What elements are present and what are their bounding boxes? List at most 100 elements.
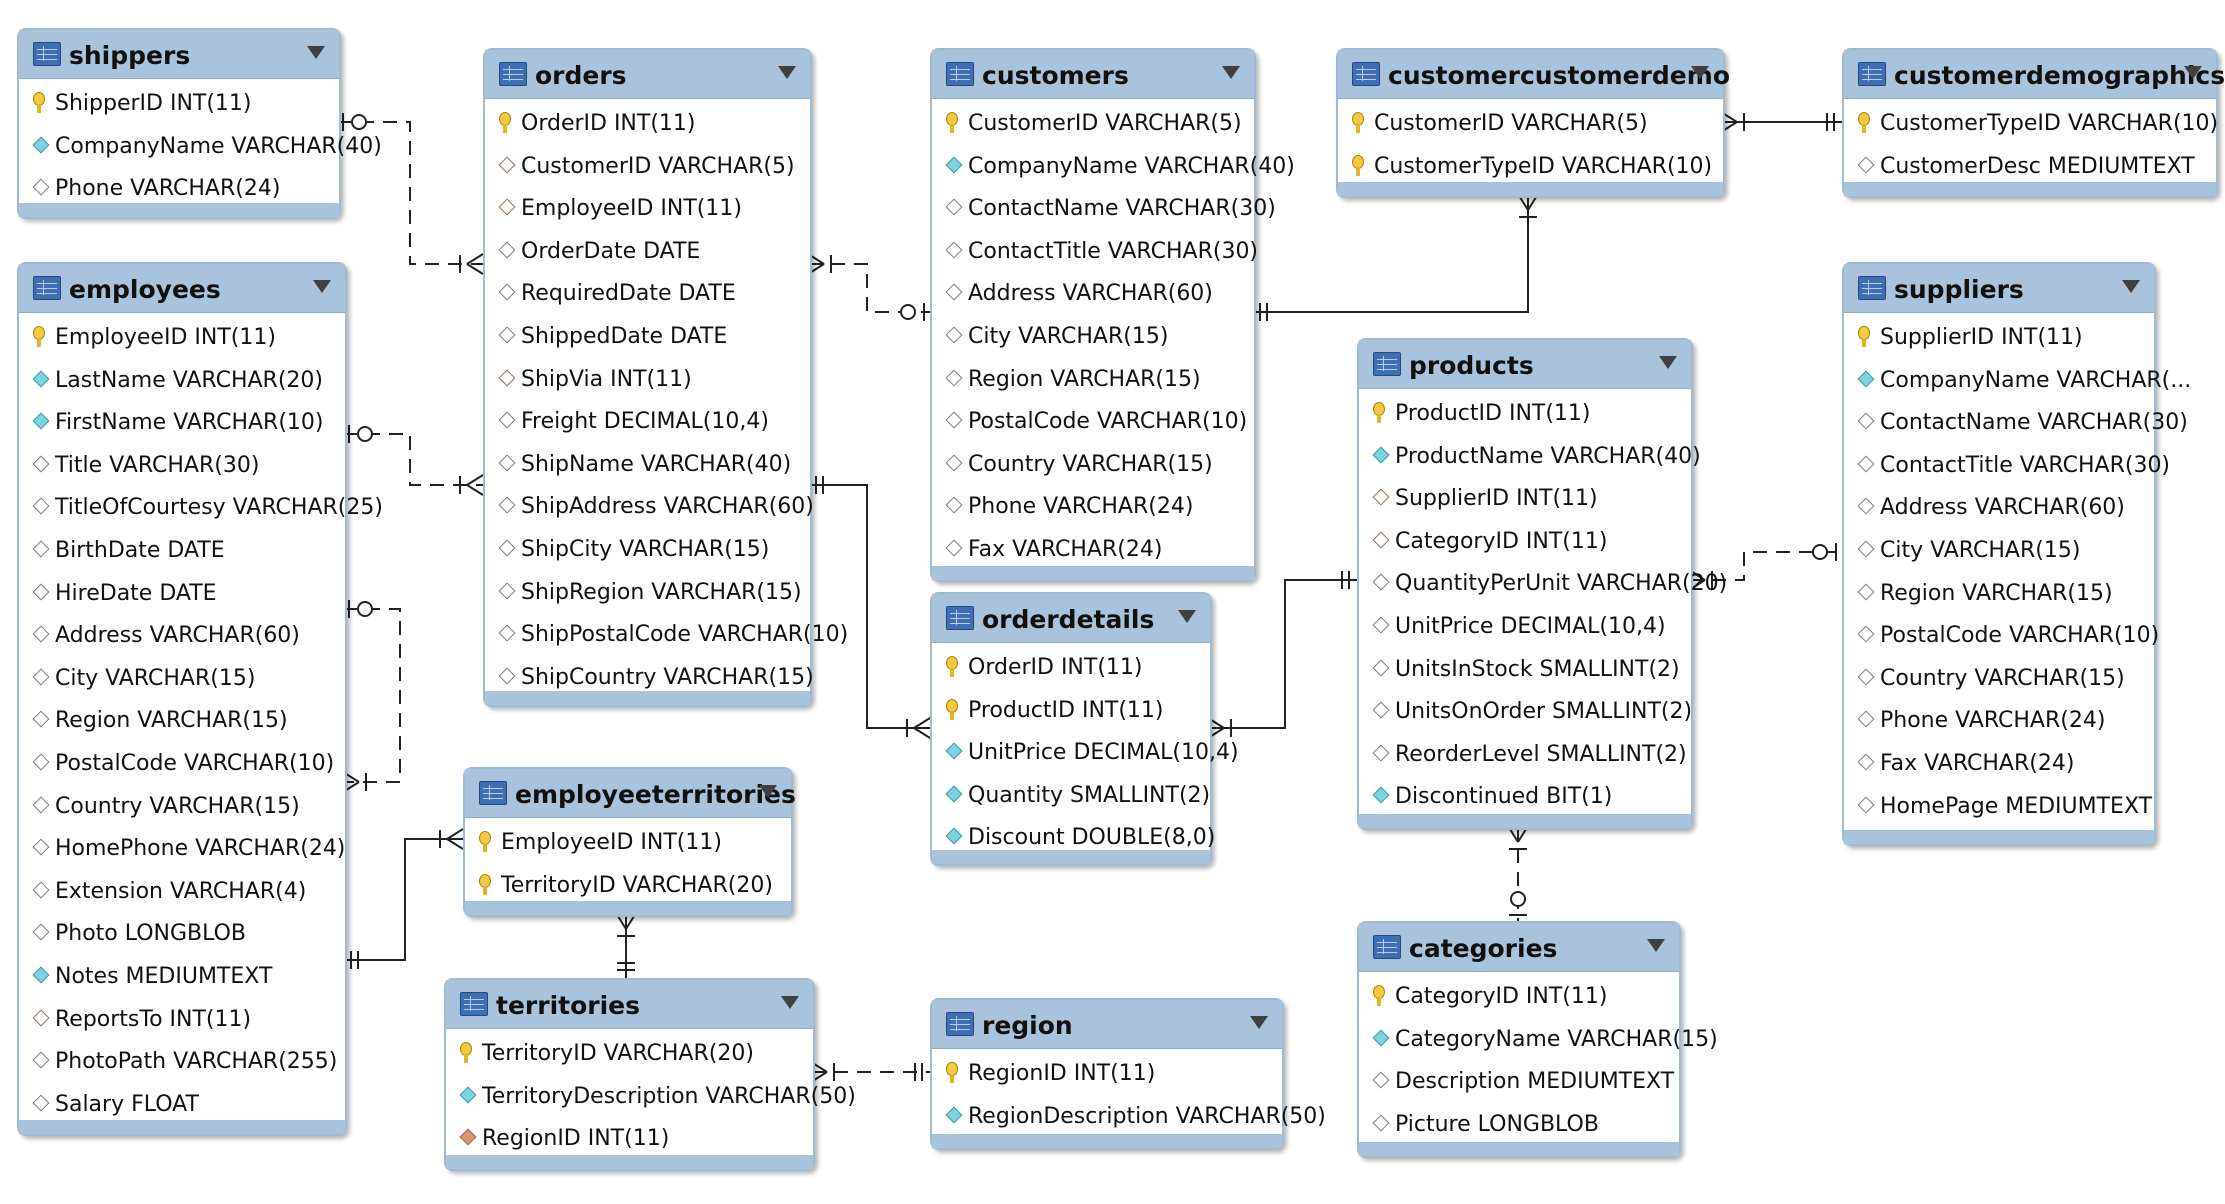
collapse-arrow-icon[interactable] <box>759 785 777 798</box>
column-row[interactable]: TitleOfCourtesy VARCHAR(25) <box>19 487 383 530</box>
column-row[interactable]: Region VARCHAR(15) <box>932 359 1254 402</box>
column-row[interactable]: ReportsTo INT(11) <box>19 999 345 1042</box>
column-row[interactable]: ReorderLevel SMALLINT(2) <box>1359 734 1691 777</box>
column-row[interactable]: CustomerTypeID VARCHAR(10) <box>1844 103 2218 146</box>
table-header[interactable]: shippers <box>19 30 339 79</box>
column-row[interactable]: PostalCode VARCHAR(10) <box>932 401 1254 444</box>
column-row[interactable]: ShipperID INT(11) <box>19 83 339 126</box>
column-row[interactable]: SupplierID INT(11) <box>1359 478 1691 521</box>
column-row[interactable]: CustomerID VARCHAR(5) <box>485 146 810 189</box>
table-header[interactable]: territories <box>446 980 813 1029</box>
column-row[interactable]: CategoryID INT(11) <box>1359 976 1679 1019</box>
column-row[interactable]: ContactName VARCHAR(30) <box>1844 402 2188 445</box>
column-row[interactable]: QuantityPerUnit VARCHAR(20) <box>1359 563 1727 606</box>
column-row[interactable]: ProductID INT(11) <box>1359 393 1691 436</box>
table-header[interactable]: orders <box>485 50 810 99</box>
column-row[interactable]: City VARCHAR(15) <box>19 658 345 701</box>
table-header[interactable]: customerdemographics <box>1844 50 2225 99</box>
column-row[interactable]: CompanyName VARCHAR(40) <box>932 146 1295 189</box>
column-row[interactable]: Phone VARCHAR(24) <box>932 486 1254 529</box>
column-row[interactable]: CustomerDesc MEDIUMTEXT <box>1844 146 2216 189</box>
column-row[interactable]: FirstName VARCHAR(10) <box>19 402 345 445</box>
column-row[interactable]: EmployeeID INT(11) <box>485 188 810 231</box>
column-row[interactable]: TerritoryID VARCHAR(20) <box>446 1033 813 1076</box>
column-row[interactable]: RegionDescription VARCHAR(50) <box>932 1096 1326 1139</box>
column-row[interactable]: RequiredDate DATE <box>485 273 810 316</box>
column-row[interactable]: ShipPostalCode VARCHAR(10) <box>485 614 848 657</box>
column-row[interactable]: PostalCode VARCHAR(10) <box>1844 615 2159 658</box>
column-row[interactable]: Address VARCHAR(60) <box>19 615 345 658</box>
column-row[interactable]: OrderID INT(11) <box>485 103 810 146</box>
column-row[interactable]: Fax VARCHAR(24) <box>1844 743 2154 786</box>
table-header[interactable]: categories <box>1359 923 1679 972</box>
collapse-arrow-icon[interactable] <box>1178 610 1196 623</box>
column-row[interactable]: LastName VARCHAR(20) <box>19 360 345 403</box>
column-row[interactable]: OrderDate DATE <box>485 231 810 274</box>
table-header[interactable]: customercustomerdemo <box>1338 50 1730 99</box>
column-row[interactable]: BirthDate DATE <box>19 530 345 573</box>
column-row[interactable]: Address VARCHAR(60) <box>932 273 1254 316</box>
column-row[interactable]: ShipCity VARCHAR(15) <box>485 529 810 572</box>
column-row[interactable]: PhotoPath VARCHAR(255) <box>19 1041 345 1084</box>
column-row[interactable]: CategoryName VARCHAR(15) <box>1359 1019 1718 1062</box>
column-row[interactable]: Discontinued BIT(1) <box>1359 776 1691 819</box>
column-row[interactable]: ShipCountry VARCHAR(15) <box>485 657 814 700</box>
column-row[interactable]: UnitsInStock SMALLINT(2) <box>1359 649 1691 692</box>
column-row[interactable]: Salary FLOAT <box>19 1084 345 1127</box>
column-row[interactable]: Phone VARCHAR(24) <box>19 168 339 211</box>
column-row[interactable]: CustomerTypeID VARCHAR(10) <box>1338 146 1723 189</box>
column-row[interactable]: ProductID INT(11) <box>932 690 1210 733</box>
table-header[interactable]: suppliers <box>1844 264 2154 313</box>
column-row[interactable]: ShipVia INT(11) <box>485 359 810 402</box>
collapse-arrow-icon[interactable] <box>1647 939 1665 952</box>
column-row[interactable]: Address VARCHAR(60) <box>1844 487 2154 530</box>
collapse-arrow-icon[interactable] <box>1222 66 1240 79</box>
column-row[interactable]: UnitsOnOrder SMALLINT(2) <box>1359 691 1692 734</box>
column-row[interactable]: Region VARCHAR(15) <box>19 700 345 743</box>
column-row[interactable]: Title VARCHAR(30) <box>19 445 345 488</box>
column-row[interactable]: Notes MEDIUMTEXT <box>19 956 345 999</box>
column-row[interactable]: ShipName VARCHAR(40) <box>485 444 810 487</box>
collapse-arrow-icon[interactable] <box>1691 66 1709 79</box>
table-header[interactable]: employeeterritories <box>465 769 796 818</box>
collapse-arrow-icon[interactable] <box>2122 280 2140 293</box>
column-row[interactable]: Freight DECIMAL(10,4) <box>485 401 810 444</box>
column-row[interactable]: ContactName VARCHAR(30) <box>932 188 1276 231</box>
column-row[interactable]: RegionID INT(11) <box>932 1053 1282 1096</box>
column-row[interactable]: Picture LONGBLOB <box>1359 1104 1679 1147</box>
column-row[interactable]: Fax VARCHAR(24) <box>932 529 1254 572</box>
collapse-arrow-icon[interactable] <box>1659 356 1677 369</box>
column-row[interactable]: City VARCHAR(15) <box>932 316 1254 359</box>
column-row[interactable]: PostalCode VARCHAR(10) <box>19 743 345 786</box>
column-row[interactable]: HomePhone VARCHAR(24) <box>19 828 345 871</box>
column-row[interactable]: OrderID INT(11) <box>932 647 1210 690</box>
table-header[interactable]: region <box>932 1000 1282 1049</box>
column-row[interactable]: ProductName VARCHAR(40) <box>1359 436 1701 479</box>
column-row[interactable]: ShippedDate DATE <box>485 316 810 359</box>
table-header[interactable]: products <box>1359 340 1691 389</box>
column-row[interactable]: HireDate DATE <box>19 573 345 616</box>
column-row[interactable]: Discount DOUBLE(8,0) <box>932 817 1215 860</box>
collapse-arrow-icon[interactable] <box>1250 1016 1268 1029</box>
column-row[interactable]: Description MEDIUMTEXT <box>1359 1061 1679 1104</box>
column-row[interactable]: TerritoryID VARCHAR(20) <box>465 865 791 908</box>
column-row[interactable]: CompanyName VARCHAR(40) <box>19 126 382 169</box>
column-row[interactable]: EmployeeID INT(11) <box>19 317 345 360</box>
table-header[interactable]: employees <box>19 264 345 313</box>
column-row[interactable]: HomePage MEDIUMTEXT <box>1844 786 2154 829</box>
column-row[interactable]: ShipAddress VARCHAR(60) <box>485 486 814 529</box>
column-row[interactable]: CustomerID VARCHAR(5) <box>932 103 1254 146</box>
column-row[interactable]: CustomerID VARCHAR(5) <box>1338 103 1723 146</box>
column-row[interactable]: TerritoryDescription VARCHAR(50) <box>446 1076 856 1119</box>
